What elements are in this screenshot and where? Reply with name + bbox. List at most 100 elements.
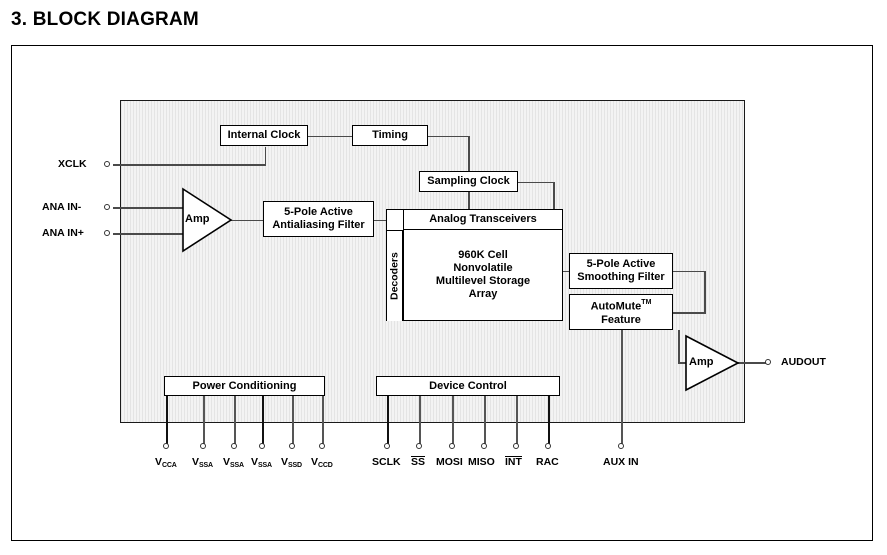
input-amp-label: Amp [185,213,210,225]
input-amp-symbol[interactable] [181,187,233,253]
wire-timing-out [427,135,469,137]
pin-vcca[interactable] [163,443,169,449]
pin-vssa2[interactable] [231,443,237,449]
pinlead-vccd [322,396,324,446]
block-antialiasing-filter[interactable]: 5-Pole Active Antialiasing Filter [263,201,374,237]
pin-vccd[interactable] [319,443,325,449]
pin-ss[interactable] [416,443,422,449]
pin-label-vssa1: VSSA [192,456,213,469]
pin-label-miso: MISO [468,456,495,468]
wire-xclk [113,164,266,166]
block-power-conditioning[interactable]: Power Conditioning [164,376,325,396]
pinlead-vssa3 [262,396,264,446]
block-device-control[interactable]: Device Control [376,376,560,396]
pin-label-vssa3-base: V [251,456,259,468]
wire-automute-auxin [621,330,623,446]
wire-anain-plus [113,233,183,235]
pin-label-audout: AUDOUT [781,356,826,368]
pin-rac[interactable] [545,443,551,449]
block-storage-array-line2: Nonvolatile [453,262,513,274]
page-title: 3. BLOCK DIAGRAM [11,9,199,30]
wire-internalclock-timing [307,135,353,137]
block-timing-label: Timing [372,129,408,141]
pin-sclk[interactable] [384,443,390,449]
wire-xclk-riser [264,147,266,165]
pin-ana-in-minus[interactable] [104,204,110,210]
wire-aafilter-to-decoders [373,219,386,221]
wire-automute-to-amp-v [678,330,680,363]
output-amp-label: Amp [689,356,714,368]
pin-int[interactable] [513,443,519,449]
output-amp-symbol[interactable] [684,334,740,392]
pinlead-vcca [166,396,168,446]
block-sampling-clock[interactable]: Sampling Clock [419,171,518,192]
pin-label-vcca: VCCA [155,456,177,469]
pinlead-int [516,396,518,446]
pin-label-vccd: VCCD [311,456,333,469]
wire-timing-drop [468,135,470,173]
block-automute-line1: AutoMuteTM [591,297,652,314]
pin-vssa3[interactable] [259,443,265,449]
pinlead-vssa2 [234,396,236,446]
wire-smoothing-out [672,270,705,272]
pin-label-vssa2-sub: SSA [230,462,244,469]
block-sampling-clock-label: Sampling Clock [427,175,510,187]
pin-label-ana-in-plus: ANA IN+ [42,227,84,239]
block-storage-array-line3: Multilevel Storage [435,275,531,287]
block-internal-clock[interactable]: Internal Clock [220,125,308,146]
pin-label-vssa2-base: V [223,456,231,468]
block-decoders-label: Decoders [388,252,401,300]
block-internal-clock-label: Internal Clock [227,129,301,141]
pin-mosi[interactable] [449,443,455,449]
pin-label-sclk: SCLK [372,456,401,468]
pin-aux-in[interactable] [618,443,624,449]
pin-vssd[interactable] [289,443,295,449]
pin-vssa1[interactable] [200,443,206,449]
pin-label-vssd-base: V [281,456,289,468]
pinlead-miso [484,396,486,446]
block-timing[interactable]: Timing [352,125,428,146]
pin-audout[interactable] [765,359,771,365]
pin-label-vssa2: VSSA [223,456,244,469]
pin-label-int-text: INT [505,456,522,468]
block-storage-array[interactable]: 960K Cell Nonvolatile Multilevel Storage… [403,230,563,321]
block-automute[interactable]: AutoMuteTM Feature [569,294,673,330]
pin-label-rac: RAC [536,456,559,468]
block-storage-array-line1: 960K Cell [458,249,508,261]
pinlead-vssa1 [203,396,205,446]
pin-label-mosi: MOSI [436,456,463,468]
pin-miso[interactable] [481,443,487,449]
block-antialiasing-filter-line2: Antialiasing Filter [272,219,365,231]
trademark-symbol: TM [641,299,652,307]
pin-label-vcca-base: V [155,456,163,468]
pin-ana-in-plus[interactable] [104,230,110,236]
wire-anain-minus [113,207,183,209]
wire-samplingclock-right [518,181,554,183]
pin-label-vssa1-base: V [192,456,200,468]
wire-samplingclock-down [468,192,470,211]
pin-label-vccd-base: V [311,456,319,468]
block-device-control-label: Device Control [429,379,507,392]
block-power-conditioning-label: Power Conditioning [192,379,297,392]
block-automute-name: AutoMute [590,300,642,313]
block-smoothing-filter-line1: 5-Pole Active [586,258,656,270]
pinlead-sclk [387,396,389,446]
pin-label-ana-in-minus: ANA IN- [42,201,82,213]
block-analog-transceivers-label: Analog Transceivers [429,213,537,225]
pinlead-vssd [292,396,294,446]
pin-label-aux-in: AUX IN [603,456,639,468]
block-automute-line2: Feature [601,313,641,326]
block-smoothing-filter[interactable]: 5-Pole Active Smoothing Filter [569,253,673,289]
pin-label-vssa1-sub: SSA [199,462,213,469]
block-storage-array-line4: Array [468,288,498,300]
pin-xclk[interactable] [104,161,110,167]
pin-label-vssa3-sub: SSA [258,462,272,469]
wire-amp-to-aafilter [231,219,264,221]
block-decoders[interactable]: Decoders [386,230,403,321]
pin-label-vssd-sub: SSD [288,462,302,469]
block-analog-transceivers[interactable]: Analog Transceivers [403,209,563,230]
pin-label-vssa3: VSSA [251,456,272,469]
pin-label-vccd-sub: CCD [318,462,333,469]
pin-label-int: INT [505,456,522,468]
pin-label-vcca-sub: CCA [162,462,177,469]
